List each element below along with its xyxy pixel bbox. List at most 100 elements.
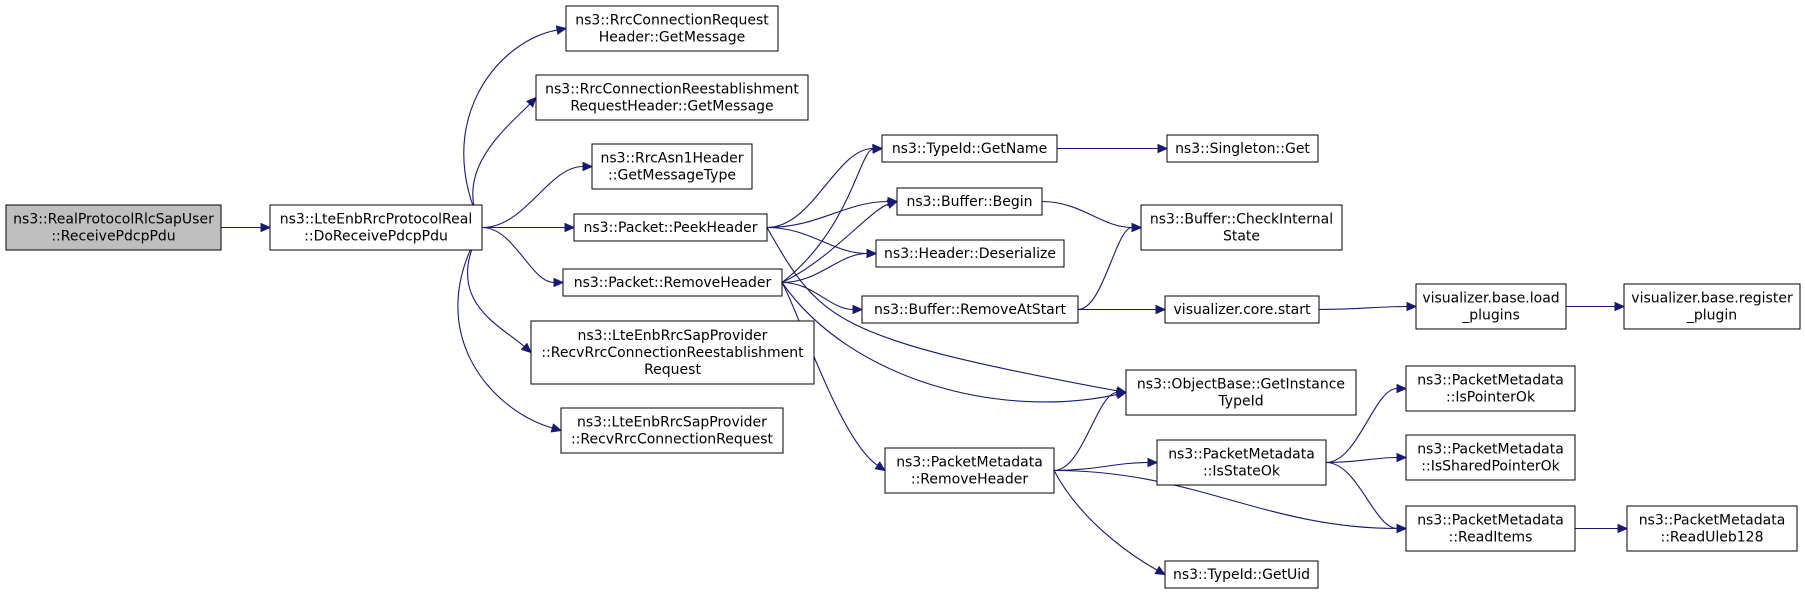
arrowhead-icon bbox=[555, 25, 568, 35]
arrowhead-icon bbox=[1157, 143, 1169, 154]
edge-buffer_removeatstart-to-vis_core_start bbox=[1078, 304, 1167, 315]
node-label: _plugins bbox=[1461, 308, 1520, 324]
node-label: ns3::RrcConnectionRequest bbox=[575, 13, 769, 29]
node-label: ::ReadUleb128 bbox=[1661, 530, 1764, 546]
node-label: ns3::LteEnbRrcProtocolReal bbox=[280, 212, 473, 228]
node-box bbox=[1415, 283, 1567, 330]
edge-vis_core_start-to-vis_load_plugins bbox=[1318, 301, 1418, 312]
node-pm-issharedpointerok[interactable]: ns3::PacketMetadata::IsSharedPointerOk bbox=[1405, 434, 1576, 481]
node-box bbox=[896, 187, 1043, 216]
edge-line bbox=[1325, 387, 1398, 464]
node-rrc-reest-getmsg[interactable]: ns3::RrcConnectionReestablishmentRequest… bbox=[535, 74, 809, 121]
arrowhead-icon bbox=[886, 199, 899, 209]
node-vis-register-plugin[interactable]: visualizer.base.register_plugin bbox=[1623, 283, 1801, 330]
edge-removeheader-to-pm_removeheader bbox=[781, 282, 887, 472]
node-recv-req[interactable]: ns3::LteEnbRrcSapProvider::RecvRrcConnec… bbox=[560, 407, 784, 454]
node-box bbox=[1125, 369, 1357, 416]
node-singleton-get[interactable]: ns3::Singleton::Get bbox=[1166, 134, 1319, 163]
node-receive[interactable]: ns3::RealProtocolRlcSapUser::ReceivePdcp… bbox=[5, 204, 222, 251]
arrowhead-icon bbox=[1147, 457, 1159, 468]
node-pm-isstateok[interactable]: ns3::PacketMetadata::IsStateOk bbox=[1156, 439, 1327, 486]
edge-line bbox=[766, 200, 889, 229]
arrowhead-icon bbox=[872, 144, 884, 154]
edge-line bbox=[781, 281, 854, 311]
node-label: ns3::TypeId::GetUid bbox=[1173, 567, 1310, 583]
node-box bbox=[565, 5, 779, 52]
node-label: TypeId bbox=[1217, 394, 1263, 410]
edge-pm_isstateok-to-pm_issharedpointerok bbox=[1325, 452, 1408, 464]
node-vis-load-plugins[interactable]: visualizer.base.load_plugins bbox=[1415, 283, 1567, 330]
node-removeheader[interactable]: ns3::Packet::RemoveHeader bbox=[562, 268, 783, 297]
node-box bbox=[562, 268, 783, 297]
arrowhead-icon bbox=[1617, 523, 1629, 534]
edge-line bbox=[1325, 456, 1398, 464]
arrowhead-icon bbox=[550, 423, 563, 433]
arrowhead-icon bbox=[874, 461, 887, 472]
node-label: ns3::ObjectBase::GetInstance bbox=[1137, 377, 1345, 393]
node-box bbox=[1164, 560, 1319, 589]
node-buffer-removeatstart[interactable]: ns3::Buffer::RemoveAtStart bbox=[861, 295, 1079, 324]
edge-pm_removeheader-to-typeid_getuid bbox=[1053, 470, 1167, 576]
node-pm-ispointerok[interactable]: ns3::PacketMetadata::IsPointerOk bbox=[1405, 365, 1576, 412]
node-label: ::ReadItems bbox=[1449, 530, 1533, 546]
node-box bbox=[861, 295, 1079, 324]
edge-pm_readitems-to-pm_readuleb128 bbox=[1575, 523, 1629, 534]
node-box bbox=[875, 239, 1065, 268]
node-buffer-begin[interactable]: ns3::Buffer::Begin bbox=[896, 187, 1043, 216]
arrowhead-icon bbox=[1154, 565, 1167, 576]
node-vis-core-start[interactable]: visualizer.core.start bbox=[1164, 295, 1320, 324]
node-label: ::RecvRrcConnectionRequest bbox=[571, 432, 774, 448]
node-box bbox=[1405, 434, 1576, 481]
edge-pm_isstateok-to-pm_ispointerok bbox=[1325, 383, 1408, 464]
node-header-deserialize[interactable]: ns3::Header::Deserialize bbox=[875, 239, 1065, 268]
node-label: ns3::Packet::RemoveHeader bbox=[574, 275, 772, 291]
arrowhead-icon bbox=[1406, 301, 1418, 312]
node-typeid-getname[interactable]: ns3::TypeId::GetName bbox=[881, 134, 1058, 163]
edge-pm_removeheader-to-objectbase_gettypeid bbox=[1053, 387, 1128, 472]
node-rrc-req-getmsg[interactable]: ns3::RrcConnectionRequestHeader::GetMess… bbox=[565, 5, 779, 52]
edge-line bbox=[481, 165, 584, 229]
arrowhead-icon bbox=[526, 96, 537, 108]
edge-removeheader-to-header_deserialize bbox=[781, 248, 878, 284]
node-label: ns3::RrcConnectionReestablishment bbox=[545, 82, 799, 98]
node-label: ns3::Packet::PeekHeader bbox=[584, 220, 758, 236]
node-box bbox=[1405, 365, 1576, 412]
node-pm-readuleb128[interactable]: ns3::PacketMetadata::ReadUleb128 bbox=[1626, 505, 1798, 552]
node-box bbox=[1405, 505, 1576, 552]
edge-pm_isstateok-to-pm_readitems bbox=[1325, 461, 1408, 534]
node-label: ns3::PacketMetadata bbox=[1417, 513, 1564, 529]
node-peekheader[interactable]: ns3::Packet::PeekHeader bbox=[573, 213, 768, 242]
node-label: Header::GetMessage bbox=[599, 30, 745, 46]
edge-typeid_getname-to-singleton_get bbox=[1057, 143, 1169, 154]
edge-removeheader-to-typeid_getname bbox=[781, 144, 884, 283]
edge-line bbox=[1318, 305, 1408, 311]
node-box bbox=[1626, 505, 1798, 552]
node-typeid-getuid[interactable]: ns3::TypeId::GetUid bbox=[1164, 560, 1319, 589]
node-doreceive[interactable]: ns3::LteEnbRrcProtocolReal::DoReceivePdc… bbox=[269, 204, 483, 251]
node-box bbox=[560, 407, 784, 454]
node-label: ::DoReceivePdcpPdu bbox=[304, 229, 448, 245]
node-label: ns3::RealProtocolRlcSapUser bbox=[13, 212, 214, 228]
edge-doreceive-to-removeheader bbox=[481, 226, 565, 288]
node-box bbox=[535, 74, 809, 121]
node-label: ::IsStateOk bbox=[1203, 464, 1281, 480]
arrowhead-icon bbox=[520, 342, 532, 354]
edge-buffer_removeatstart-to-buffer_checkinternal bbox=[1077, 222, 1143, 311]
node-pm-readitems[interactable]: ns3::PacketMetadata::ReadItems bbox=[1405, 505, 1576, 552]
node-label: ns3::LteEnbRrcSapProvider bbox=[578, 328, 768, 344]
node-recv-reest[interactable]: ns3::LteEnbRrcSapProvider::RecvRrcConnec… bbox=[530, 320, 815, 385]
edge-peekheader-to-typeid_getname bbox=[766, 143, 884, 229]
node-asn1-getmsgtype[interactable]: ns3::RrcAsn1Header::GetMessageType bbox=[591, 143, 753, 190]
arrowhead-icon bbox=[1116, 387, 1128, 398]
node-label: visualizer.base.register bbox=[1631, 291, 1793, 307]
edge-receive-to-doreceive bbox=[220, 222, 272, 233]
node-label: ns3::Buffer::CheckInternal bbox=[1150, 212, 1333, 228]
node-pm-removeheader[interactable]: ns3::PacketMetadata::RemoveHeader bbox=[884, 447, 1055, 494]
arrowhead-icon bbox=[1614, 301, 1626, 312]
node-box bbox=[591, 143, 753, 190]
node-label: ns3::Buffer::RemoveAtStart bbox=[874, 302, 1067, 318]
node-label: Request bbox=[644, 362, 701, 378]
